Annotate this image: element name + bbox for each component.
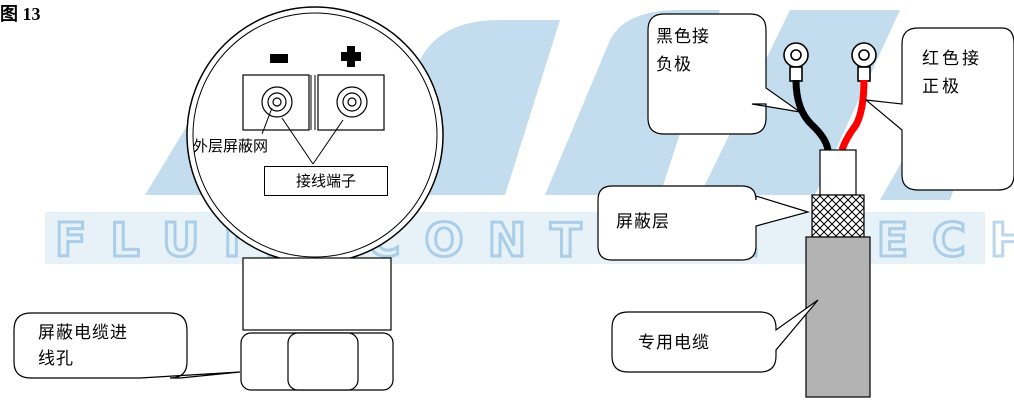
- red-wire-label-line1: 红色接: [922, 49, 982, 69]
- shield-layer-callout: [597, 185, 811, 261]
- screw-negative: [261, 86, 293, 118]
- terminal-positive: [317, 74, 385, 131]
- transmitter-neck: [242, 257, 392, 331]
- ring-terminal-black: [783, 42, 809, 82]
- inner-insulation: [819, 149, 857, 196]
- terminal-negative: [242, 74, 310, 131]
- terminal-label: 接线端子: [264, 166, 388, 196]
- shield-braid: [811, 194, 865, 238]
- figure-label: 图 13: [0, 4, 41, 24]
- shield-layer-label: 屏蔽层: [616, 212, 670, 232]
- black-wire-label-line2: 负极: [656, 55, 692, 75]
- outer-cable-jacket: [805, 236, 871, 398]
- cable-callout: [611, 299, 819, 373]
- black-wire-label-line1: 黑色接: [656, 27, 710, 47]
- screw-positive: [336, 86, 368, 118]
- ring-terminal-red: [851, 42, 877, 82]
- black-wire: [792, 79, 832, 151]
- red-wire-label-line2: 正极: [922, 77, 962, 97]
- black-wire-callout: [647, 13, 801, 135]
- plus-sign-icon: [341, 46, 361, 67]
- transmitter-inner-ring: [192, 12, 438, 258]
- cable-entry-label-line2: 线孔: [38, 349, 74, 369]
- shield-mesh-label: 外层屏蔽网: [193, 137, 269, 155]
- minus-sign-icon: [270, 54, 288, 63]
- cable-entry-label-line1: 屏蔽电缆进: [38, 323, 128, 343]
- red-wire: [838, 79, 868, 152]
- cable-entry-callout: [13, 312, 241, 379]
- cable-label: 专用电缆: [638, 333, 710, 353]
